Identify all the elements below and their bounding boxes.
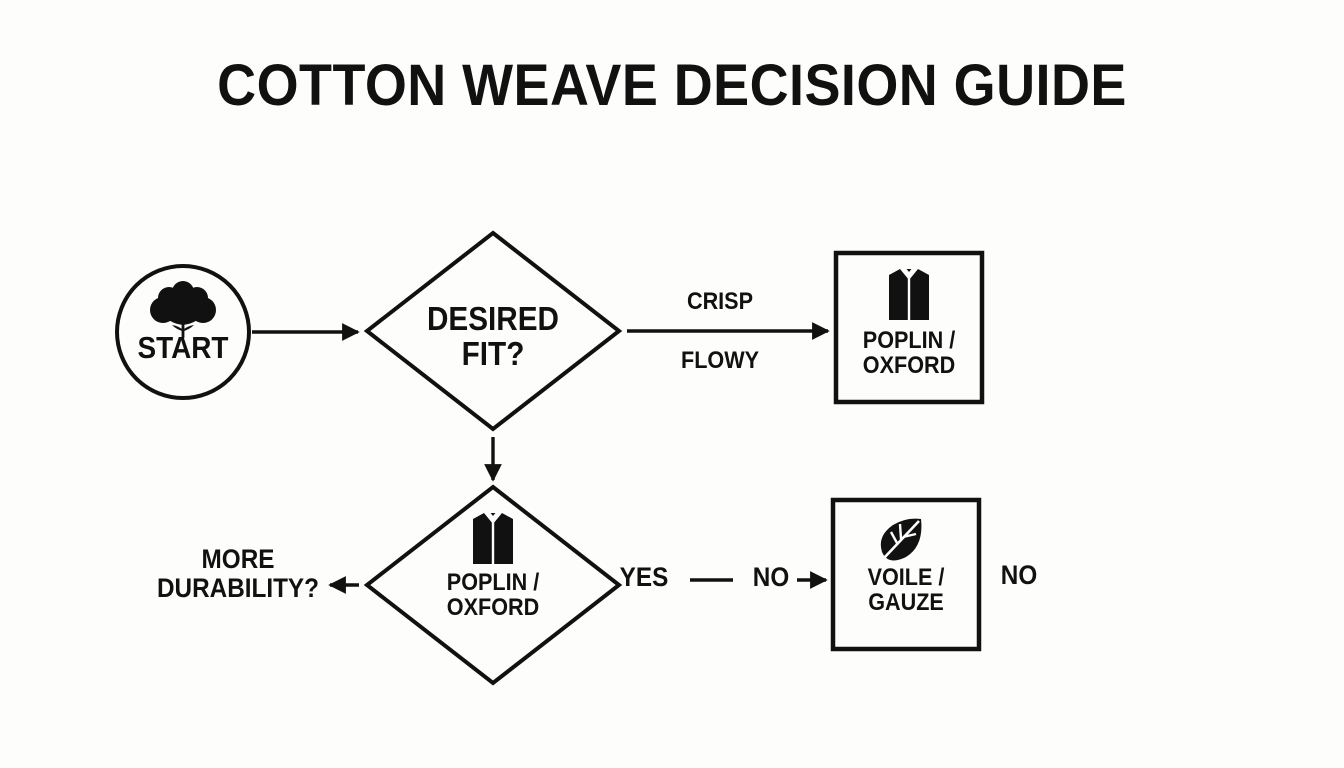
- node-poplin-oxford-box-label: POPLIN / OXFORD: [843, 328, 974, 379]
- edge-label-no-right: NO: [1000, 560, 1038, 590]
- edge-label-more-durability-line2: DURABILITY?: [157, 572, 319, 603]
- folded-shirt-icon: [889, 267, 929, 320]
- node-desired-fit-label-line1: DESIRED: [426, 300, 560, 337]
- node-start-label: START: [137, 330, 229, 365]
- node-voile-gauze-label-line1: VOILE /: [867, 564, 945, 591]
- edge-label-more-durability-line1: MORE: [201, 544, 275, 574]
- node-poplin-oxford-box-label-line2: OXFORD: [862, 352, 956, 380]
- node-desired-fit-label: DESIRED FIT?: [403, 300, 583, 372]
- edge-label-yes: YES: [619, 562, 669, 592]
- edge-label-no-middle: NO: [752, 562, 790, 592]
- node-voile-gauze-label-line2: GAUZE: [868, 589, 944, 617]
- node-poplin-oxford-diamond-label-line1: POPLIN /: [446, 569, 540, 596]
- folded-shirt-icon: [473, 511, 513, 564]
- cotton-boll-icon: [150, 281, 216, 338]
- edge-label-flowy: FLOWY: [681, 347, 759, 374]
- node-voile-gauze-label: VOILE / GAUZE: [840, 565, 971, 616]
- node-poplin-oxford-diamond[interactable]: [363, 484, 623, 686]
- node-poplin-oxford-diamond-label: POPLIN / OXFORD: [427, 570, 558, 621]
- node-desired-fit-label-line2: FIT?: [461, 334, 525, 372]
- leaf-icon: [880, 518, 922, 561]
- node-desired-fit-diamond[interactable]: [363, 230, 623, 432]
- page-title: COTTON WEAVE DECISION GUIDE: [217, 53, 1127, 118]
- node-poplin-oxford-box-label-line1: POPLIN /: [862, 327, 956, 354]
- node-poplin-oxford-diamond-label-line2: OXFORD: [446, 594, 540, 622]
- node-poplin-oxford-box[interactable]: [833, 250, 985, 405]
- edge-label-more-durability: MORE DURABILITY?: [153, 545, 324, 602]
- edge-label-crisp: CRISP: [686, 288, 754, 315]
